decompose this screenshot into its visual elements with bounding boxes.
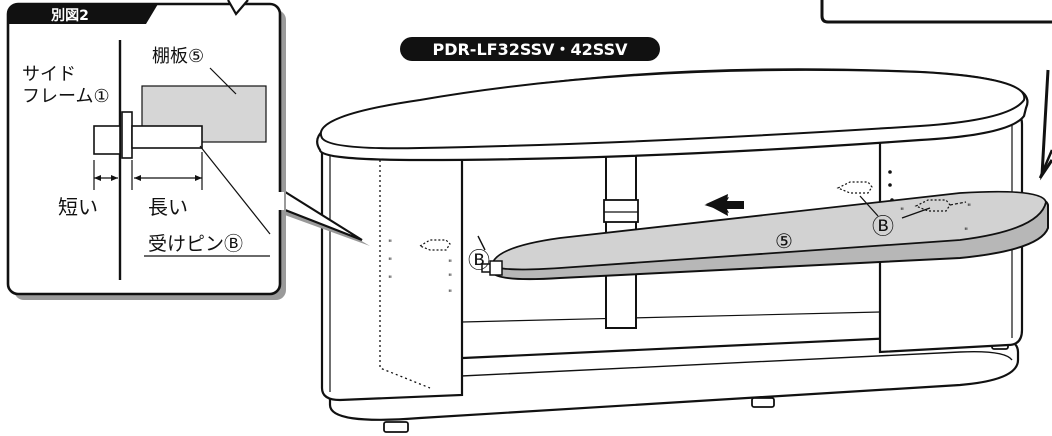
inset-side-frame-line1: サイド: [22, 64, 76, 85]
svg-text:": ": [900, 207, 904, 217]
inset-shelf-label: 棚板⑤: [152, 46, 204, 67]
upper-right-callout-frame: [820, 0, 1052, 181]
inset-tab: [8, 4, 158, 24]
callout-shelf-number: ⑤: [775, 229, 793, 253]
model-label-pill: PDR-LF32SSV・42SSV: [400, 37, 660, 61]
right-pin-dashed-upper: [836, 181, 873, 194]
inset-side-frame-line2: フレーム①: [22, 86, 110, 107]
svg-text:": ": [448, 289, 452, 299]
foot-left: [383, 421, 409, 433]
top-board: [316, 68, 1029, 162]
tv-stand: " " " " " " " " ": [316, 68, 1049, 433]
svg-text:": ": [388, 239, 392, 249]
left-pin-holes: " " " " " " " " ": [388, 203, 971, 299]
callout-pin-right: Ⓑ: [872, 215, 894, 240]
inset-long-label: 長い: [148, 195, 188, 219]
left-pin-dashed: [418, 239, 451, 251]
inset-detail: 別図2 サイド フレーム① 棚板⑤ 短い 長い 受けピンⒷ: [6, 0, 370, 300]
model-label: PDR-LF32SSV・42SSV: [432, 40, 628, 59]
foot-middle: [751, 397, 775, 408]
svg-text:": ": [448, 259, 452, 269]
svg-text:": ": [964, 227, 968, 237]
inset-pin-label: 受けピンⒷ: [148, 233, 243, 255]
callout-pin-left: Ⓑ: [468, 249, 490, 274]
svg-text:": ": [967, 203, 971, 213]
inset-tab-label: 別図2: [50, 8, 89, 24]
svg-text:": ": [388, 275, 392, 285]
inset-short-label: 短い: [58, 195, 98, 219]
svg-text:": ": [448, 273, 452, 283]
left-pin: [477, 235, 503, 276]
svg-text:": ": [388, 257, 392, 267]
